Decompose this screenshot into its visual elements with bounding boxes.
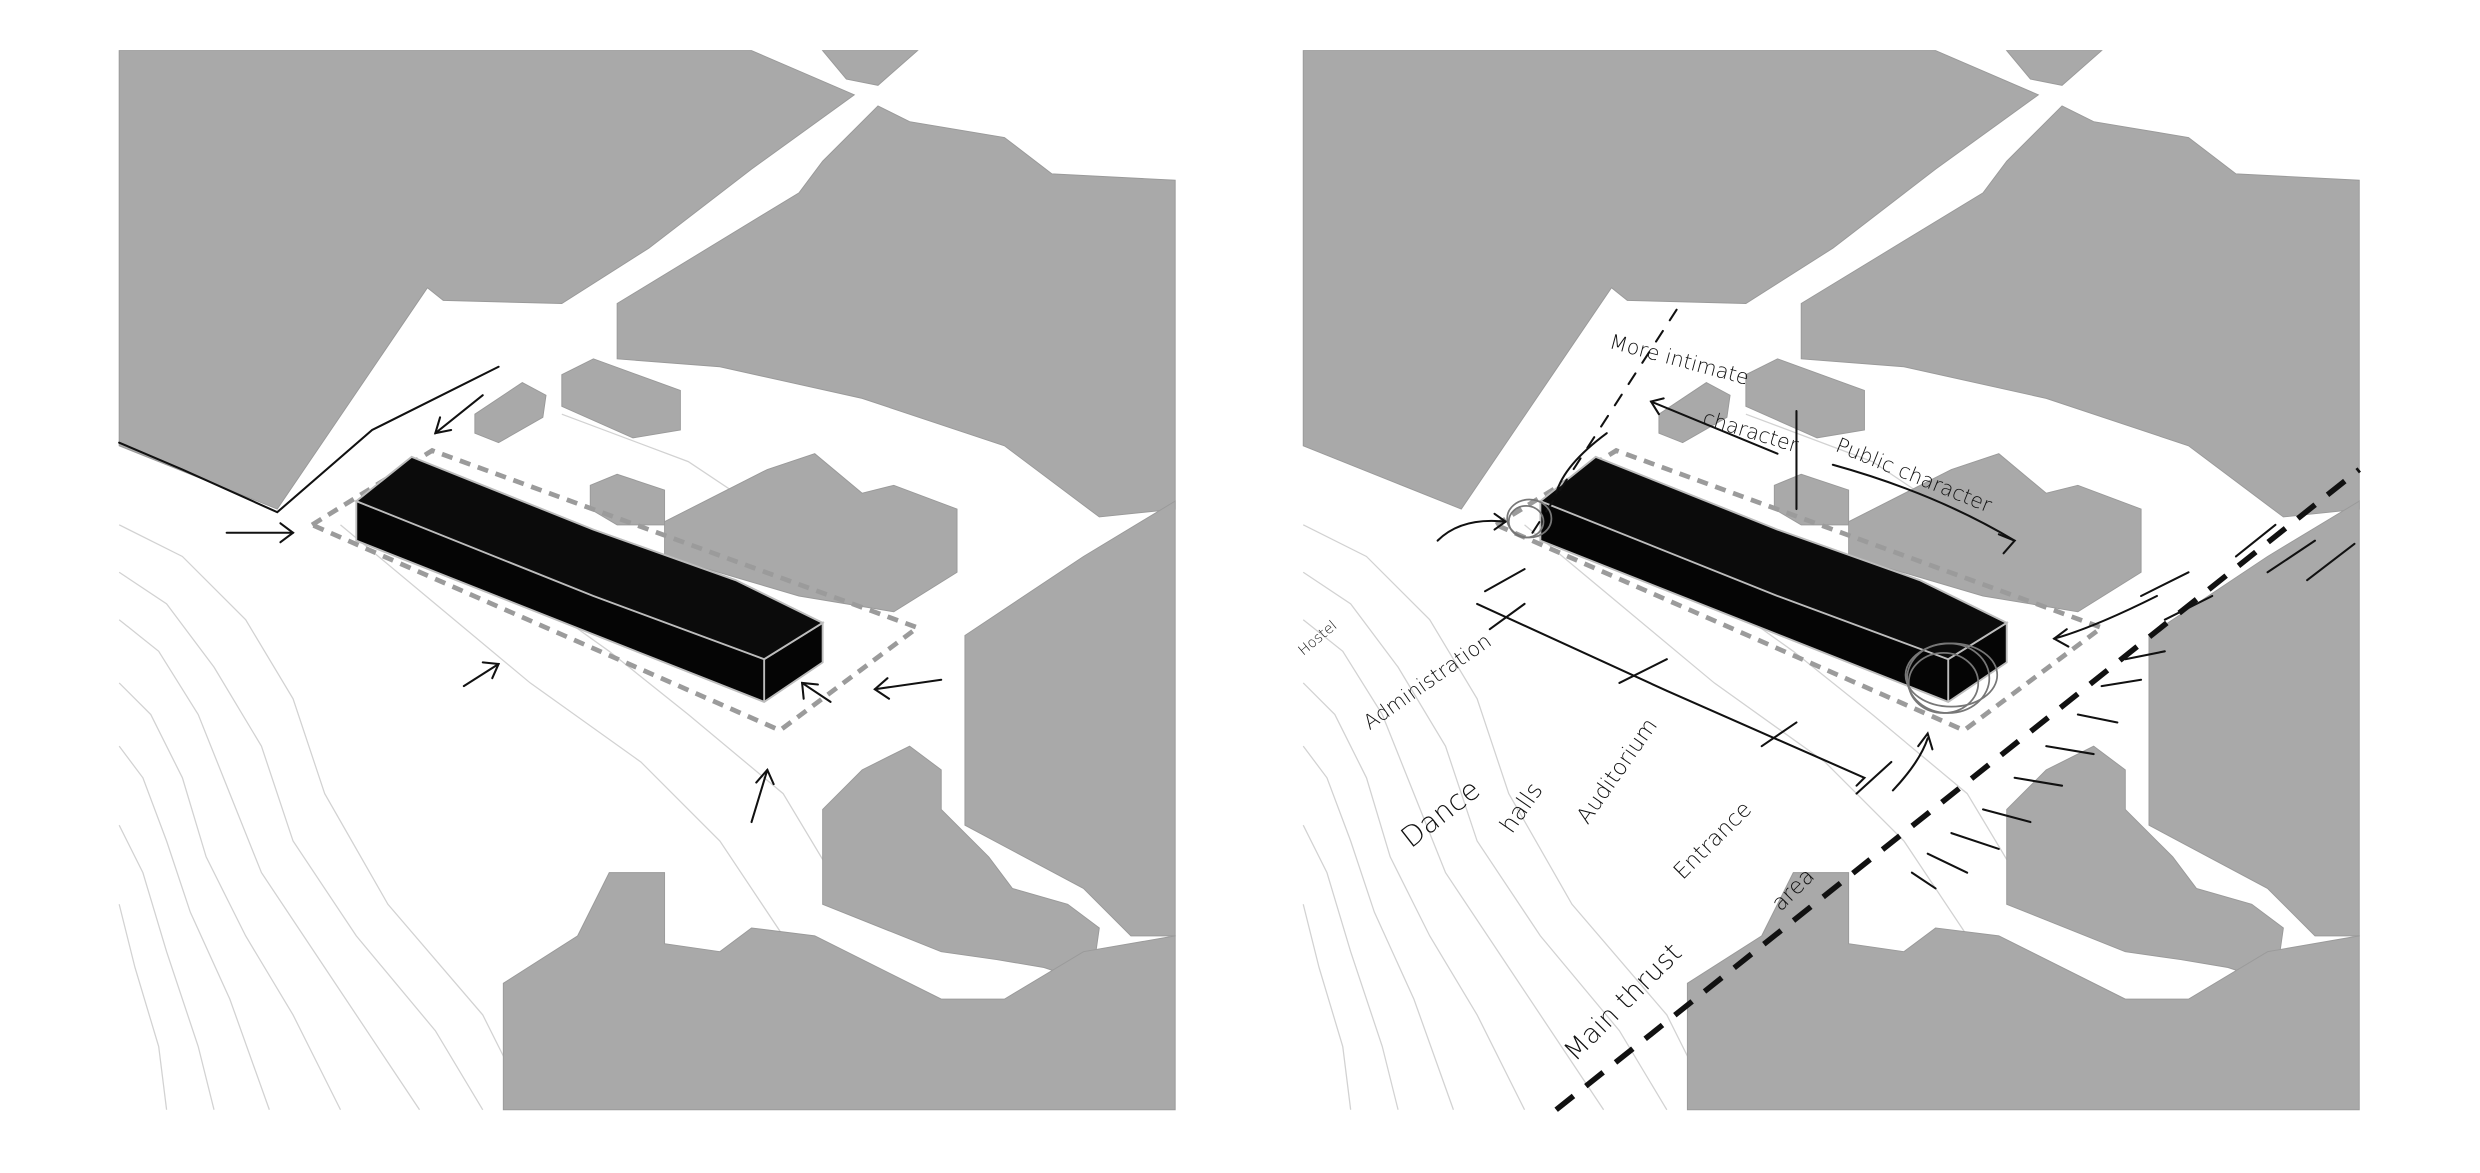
arrow-icon xyxy=(462,661,501,688)
arrow-icon xyxy=(2052,594,2158,648)
label-main-thrust: Main thrust xyxy=(1558,937,1688,1067)
label-hostel: Hostel xyxy=(1296,618,1341,659)
approach-arrows xyxy=(118,365,943,824)
arrow-icon xyxy=(750,767,775,824)
arrow-icon xyxy=(433,394,484,435)
road-edge-line xyxy=(118,365,500,514)
zone-axis-line xyxy=(1476,602,1867,787)
arrow-icon xyxy=(800,681,832,703)
label-entrance: Entrance xyxy=(1668,796,1756,884)
arrow-icon xyxy=(225,522,295,544)
label-auditorium: Auditorium xyxy=(1571,713,1662,828)
label-halls: halls xyxy=(1494,777,1549,838)
arrow-icon xyxy=(1649,397,1779,455)
main-thrust-axis xyxy=(1554,467,2361,1112)
label-administration: Administration xyxy=(1359,629,1496,735)
left-panel xyxy=(119,51,1175,1110)
right-panel: More intimate character Public character… xyxy=(1296,51,2360,1110)
label-dance: Dance xyxy=(1395,773,1487,855)
arrow-icon xyxy=(1831,463,2017,555)
arrow-icon xyxy=(1891,731,1934,792)
arrow-icon xyxy=(873,677,943,700)
arrow-icon xyxy=(1436,512,1508,542)
arrow-icon xyxy=(1555,432,1608,495)
hatch-lines xyxy=(1910,523,2356,890)
label-more-intimate: More intimate xyxy=(1607,329,1752,389)
